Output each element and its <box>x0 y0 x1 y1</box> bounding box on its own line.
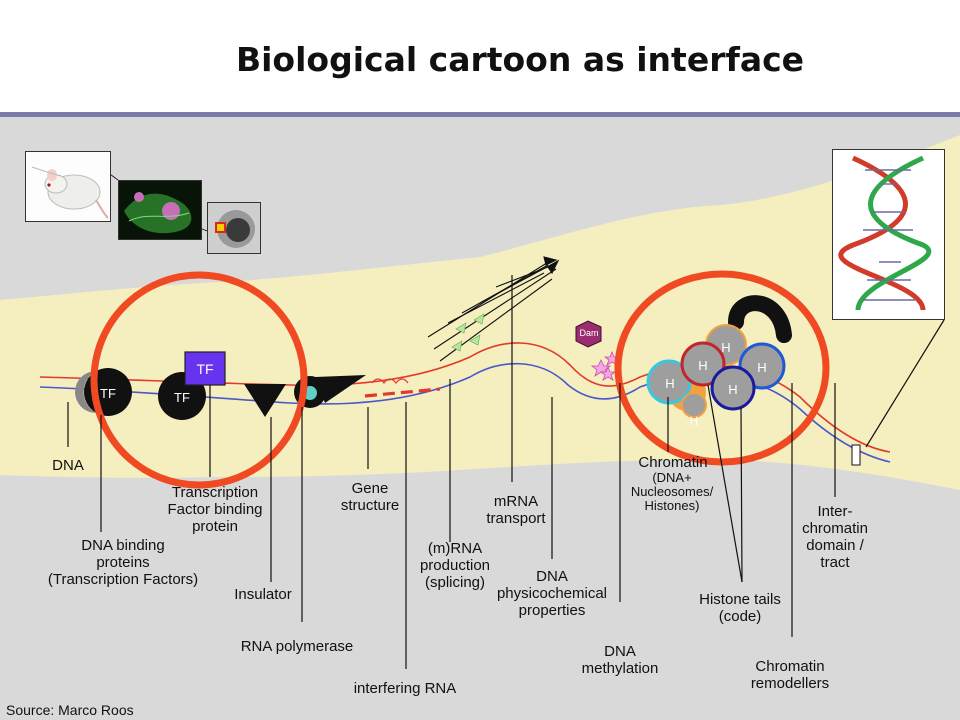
label-chromatin-detail: (DNA+ Nucleosomes/ Histones) <box>630 470 714 513</box>
micrograph-icon <box>119 181 201 239</box>
gene-structure-dashes <box>364 387 441 398</box>
dna-helix-icon <box>833 150 944 319</box>
histone-h-5: H <box>728 382 738 397</box>
diagram-canvas: TF TF TF Dam H H H H H H DNA Transcripti… <box>0 117 960 720</box>
mouse-image <box>25 151 111 222</box>
histone-h-2: H <box>698 358 708 373</box>
interfering-rna-squiggle <box>371 378 409 384</box>
source-credit: Source: Marco Roos <box>6 702 134 718</box>
nucleus-icon <box>208 203 260 253</box>
label-gene-structure: Gene structure <box>340 480 400 514</box>
histone-h-4: H <box>757 360 767 375</box>
label-mrna-transport: mRNA transport <box>486 493 546 527</box>
dna-zoom-marker <box>851 444 861 466</box>
slide-title: Biological cartoon as interface <box>235 40 805 79</box>
leader-lines <box>67 275 945 669</box>
label-chromatin-remodellers: Chromatin remodellers <box>750 658 830 692</box>
highlight-circle-left <box>90 271 308 489</box>
label-insulator: Insulator <box>234 586 292 603</box>
mrna-transport-arrows <box>427 256 560 362</box>
label-dna-binding: DNA binding proteins (Transcription Fact… <box>47 537 199 588</box>
tf-label-1: TF <box>100 386 116 401</box>
diagram-svg <box>0 135 960 669</box>
title-divider <box>0 112 960 117</box>
nucleus-micrograph <box>207 202 261 254</box>
dna-helix-image <box>832 149 945 320</box>
label-dna: DNA <box>52 457 84 474</box>
label-dna-methylation: DNA methylation <box>581 643 659 677</box>
dam-hexagon <box>575 320 602 348</box>
label-interfering-rna: interfering RNA <box>353 680 457 697</box>
insulator-triangle <box>244 384 286 417</box>
histone-cluster <box>646 295 792 418</box>
tf-label-2: TF <box>174 390 190 405</box>
histone-h-6: H <box>689 414 699 428</box>
label-chromatin: Chromatin <box>638 454 708 471</box>
dna-strand-blue <box>39 362 891 463</box>
histone-h-3: H <box>721 340 731 355</box>
cell-micrograph <box>118 180 202 240</box>
dam-label: Dam <box>579 328 599 338</box>
mrna-droplets <box>451 313 485 352</box>
label-rna-polymerase: RNA polymerase <box>240 638 354 655</box>
tf-box <box>184 351 226 386</box>
label-dna-physico: DNA physicochemical properties <box>496 568 608 619</box>
label-mrna-production: (m)RNA production (splicing) <box>419 540 491 591</box>
label-histone-tails: Histone tails (code) <box>699 591 781 625</box>
label-tf-binding: Transcription Factor binding protein <box>167 484 263 535</box>
highlight-circle-right <box>614 270 830 466</box>
tf-box-label: TF <box>196 361 214 377</box>
label-interchromatin: Inter- chromatin domain / tract <box>802 503 868 571</box>
histone-h-1: H <box>665 376 675 391</box>
mouse-icon <box>26 152 110 221</box>
